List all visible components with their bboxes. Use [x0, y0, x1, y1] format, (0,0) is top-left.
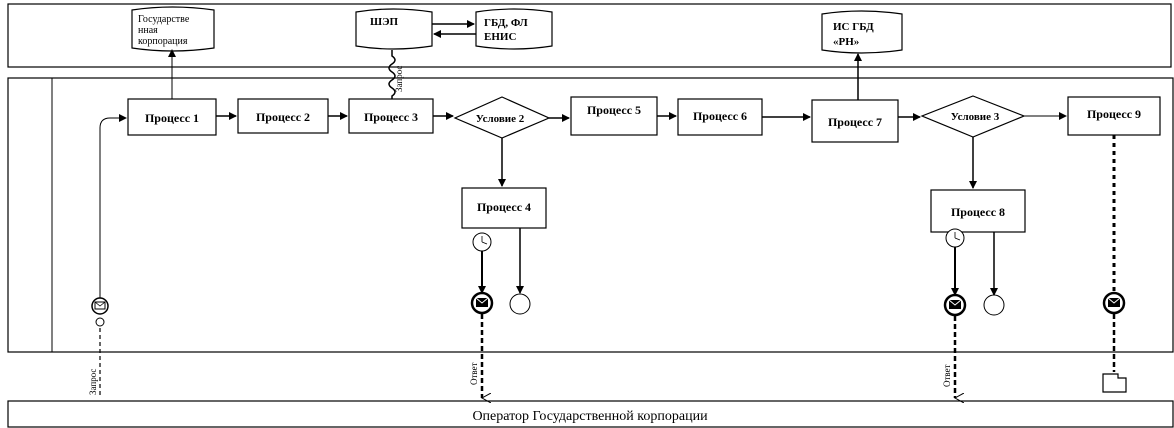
link-p3-shep-label: Запрос	[394, 66, 404, 92]
process-1-label: Процесс 1	[145, 111, 199, 125]
process-8-box: Процесс 8	[930, 189, 1026, 233]
condition-2-label: Условие 2	[476, 113, 525, 125]
message-flow-answer-p8-label: Ответ	[942, 364, 952, 387]
message-flow-request-label: Запрос	[88, 369, 98, 395]
output-document-icon	[1102, 373, 1127, 393]
document-shep: ШЭП	[355, 8, 433, 50]
process-6-box: Процесс 6	[677, 98, 763, 136]
bottom-lane-label: Оператор Государственной корпорации	[472, 409, 708, 424]
process-5-label: Процесс 5	[587, 103, 641, 117]
process-4-box: Процесс 4	[461, 187, 547, 229]
end-event-empty-p8	[983, 294, 1005, 316]
start-event-message-icon	[91, 297, 109, 315]
document-gbd-fl-line1: ГБД, ФЛ	[484, 17, 529, 29]
end-event-message-p8	[943, 293, 967, 317]
process-2-box: Процесс 2	[237, 98, 329, 134]
document-gos-corporation-line3: корпорация	[138, 36, 188, 47]
bottom-swimlane	[7, 400, 1174, 428]
process-5-box: Процесс 5	[570, 96, 658, 136]
message-flow-answer-p4-label: Ответ	[469, 362, 479, 385]
connector-start-to-p1	[99, 114, 127, 300]
start-event-small-circle	[95, 317, 105, 327]
condition-3-label: Условие 3	[951, 111, 1000, 123]
process-6-label: Процесс 6	[693, 109, 747, 123]
process-9-label: Процесс 9	[1087, 107, 1141, 121]
link-p3-shep	[388, 50, 396, 100]
document-gos-corporation-line1: Государстве	[138, 14, 190, 25]
document-is-gbd-rn-line1: ИС ГБД	[833, 21, 874, 33]
timer-icon-p4	[472, 232, 492, 252]
end-event-empty-p4	[509, 293, 531, 315]
process-7-label: Процесс 7	[828, 115, 882, 129]
end-event-message-p4	[470, 291, 494, 315]
process-4-label: Процесс 4	[477, 200, 531, 214]
document-is-gbd-rn: ИС ГБД «РН»	[821, 10, 903, 54]
document-gbd-fl-line2: ЕНИС	[484, 31, 516, 43]
process-9-box: Процесс 9	[1067, 96, 1161, 136]
end-event-message-p9	[1102, 291, 1126, 315]
process-2-label: Процесс 2	[256, 110, 310, 124]
process-3-label: Процесс 3	[364, 110, 418, 124]
document-gos-corporation: Государстве нная корпорация	[131, 6, 215, 52]
document-is-gbd-rn-line2: «РН»	[833, 36, 859, 48]
document-gbd-fl: ГБД, ФЛ ЕНИС	[475, 8, 553, 50]
process-1-box: Процесс 1	[127, 98, 217, 136]
process-3-box: Процесс 3	[348, 98, 434, 134]
document-gos-corporation-line2: нная	[138, 25, 158, 36]
timer-icon-p8	[945, 228, 965, 248]
process-8-label: Процесс 8	[951, 205, 1005, 219]
document-shep-label: ШЭП	[370, 16, 399, 28]
process-7-box: Процесс 7	[811, 99, 899, 143]
